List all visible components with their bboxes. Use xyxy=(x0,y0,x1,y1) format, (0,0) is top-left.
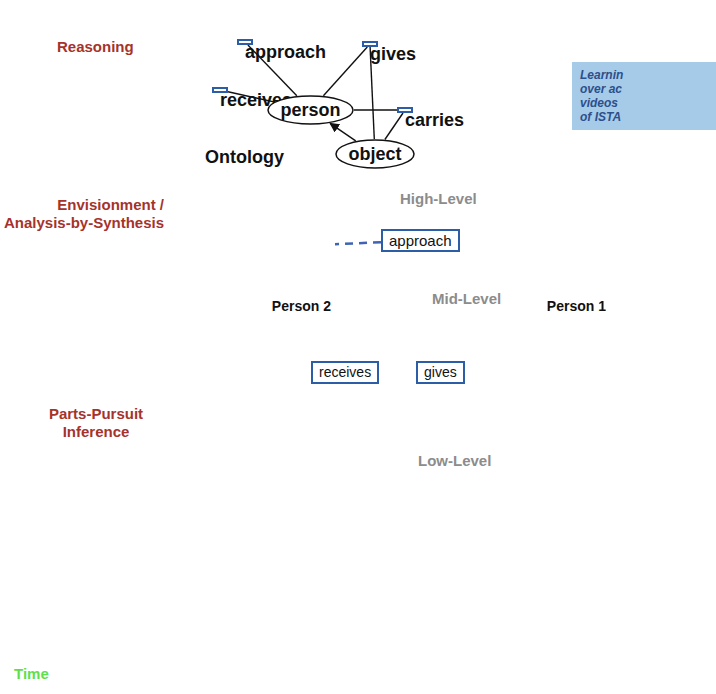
node-text: Ontology xyxy=(205,147,284,168)
level-label: High-Level xyxy=(400,190,477,208)
ontology-mark xyxy=(245,12,260,29)
ontology-mark xyxy=(312,124,315,144)
person-node: Person 1 xyxy=(460,180,610,315)
cloud-shape xyxy=(171,8,451,190)
relation-box: gives xyxy=(416,361,465,384)
relation-box: approach xyxy=(237,39,253,45)
video-frame-3 xyxy=(480,555,710,690)
relation-box: gives xyxy=(362,41,378,47)
ontology-mark xyxy=(293,145,337,163)
ontology-mark xyxy=(355,12,370,31)
node-text: Person 1 xyxy=(543,298,610,315)
level-label: Mid-Level xyxy=(432,290,501,308)
node-text: gives xyxy=(424,364,457,381)
ontology-cloud: Ontology approach gives receives person carri… xyxy=(165,2,455,197)
relation-link xyxy=(335,242,381,244)
ontology-link xyxy=(354,109,397,110)
video-frame-2 xyxy=(243,555,473,690)
callout-box: Learnin over ac videos of ISTA xyxy=(572,62,716,130)
low-level-nodes xyxy=(283,456,709,509)
stage-label: Reasoning xyxy=(57,38,134,56)
time-arrow xyxy=(58,675,150,678)
relation-box: receives xyxy=(212,87,228,93)
ontology-link xyxy=(385,113,403,140)
relation-box: receives xyxy=(311,361,379,384)
level-label: Low-Level xyxy=(418,452,491,470)
ontology-link xyxy=(330,123,356,140)
node-text: receives xyxy=(319,364,371,381)
node-text: carries xyxy=(405,110,464,131)
low-level-links xyxy=(292,465,700,500)
concept-ellipse: person xyxy=(267,95,354,125)
part-pictures xyxy=(175,286,664,432)
projection-lines xyxy=(292,487,690,640)
video-frame-1 xyxy=(6,555,236,690)
concept-ellipse: object xyxy=(335,139,415,169)
person-node: Person 2 xyxy=(190,180,335,315)
relation-box: carries xyxy=(397,107,413,113)
time-label: Time xyxy=(14,665,49,683)
ellipse-shape xyxy=(268,96,353,124)
node-text: person xyxy=(280,100,340,121)
person-figure-1 xyxy=(466,181,585,292)
node-text: object xyxy=(348,144,401,165)
ellipse-shape xyxy=(336,140,414,168)
relation-box: approach xyxy=(381,229,460,252)
person-figure-2 xyxy=(215,182,322,292)
node-text: approach xyxy=(389,232,452,249)
node-text: approach xyxy=(245,42,326,63)
part-arrows xyxy=(205,345,621,415)
part-links xyxy=(198,292,699,491)
node-text: gives xyxy=(370,44,416,65)
part-circles xyxy=(162,275,678,443)
node-text: Person 2 xyxy=(268,298,335,315)
ontology-link xyxy=(323,47,367,96)
stage-label: Parts-Pursuit Inference xyxy=(26,405,166,441)
ontology-mark xyxy=(285,12,325,40)
stage-label: Envisionment / Analysis-by-Synthesis xyxy=(2,196,164,232)
node-text: Learnin over ac videos of ISTA xyxy=(580,68,632,124)
ontology-mark xyxy=(225,120,267,134)
